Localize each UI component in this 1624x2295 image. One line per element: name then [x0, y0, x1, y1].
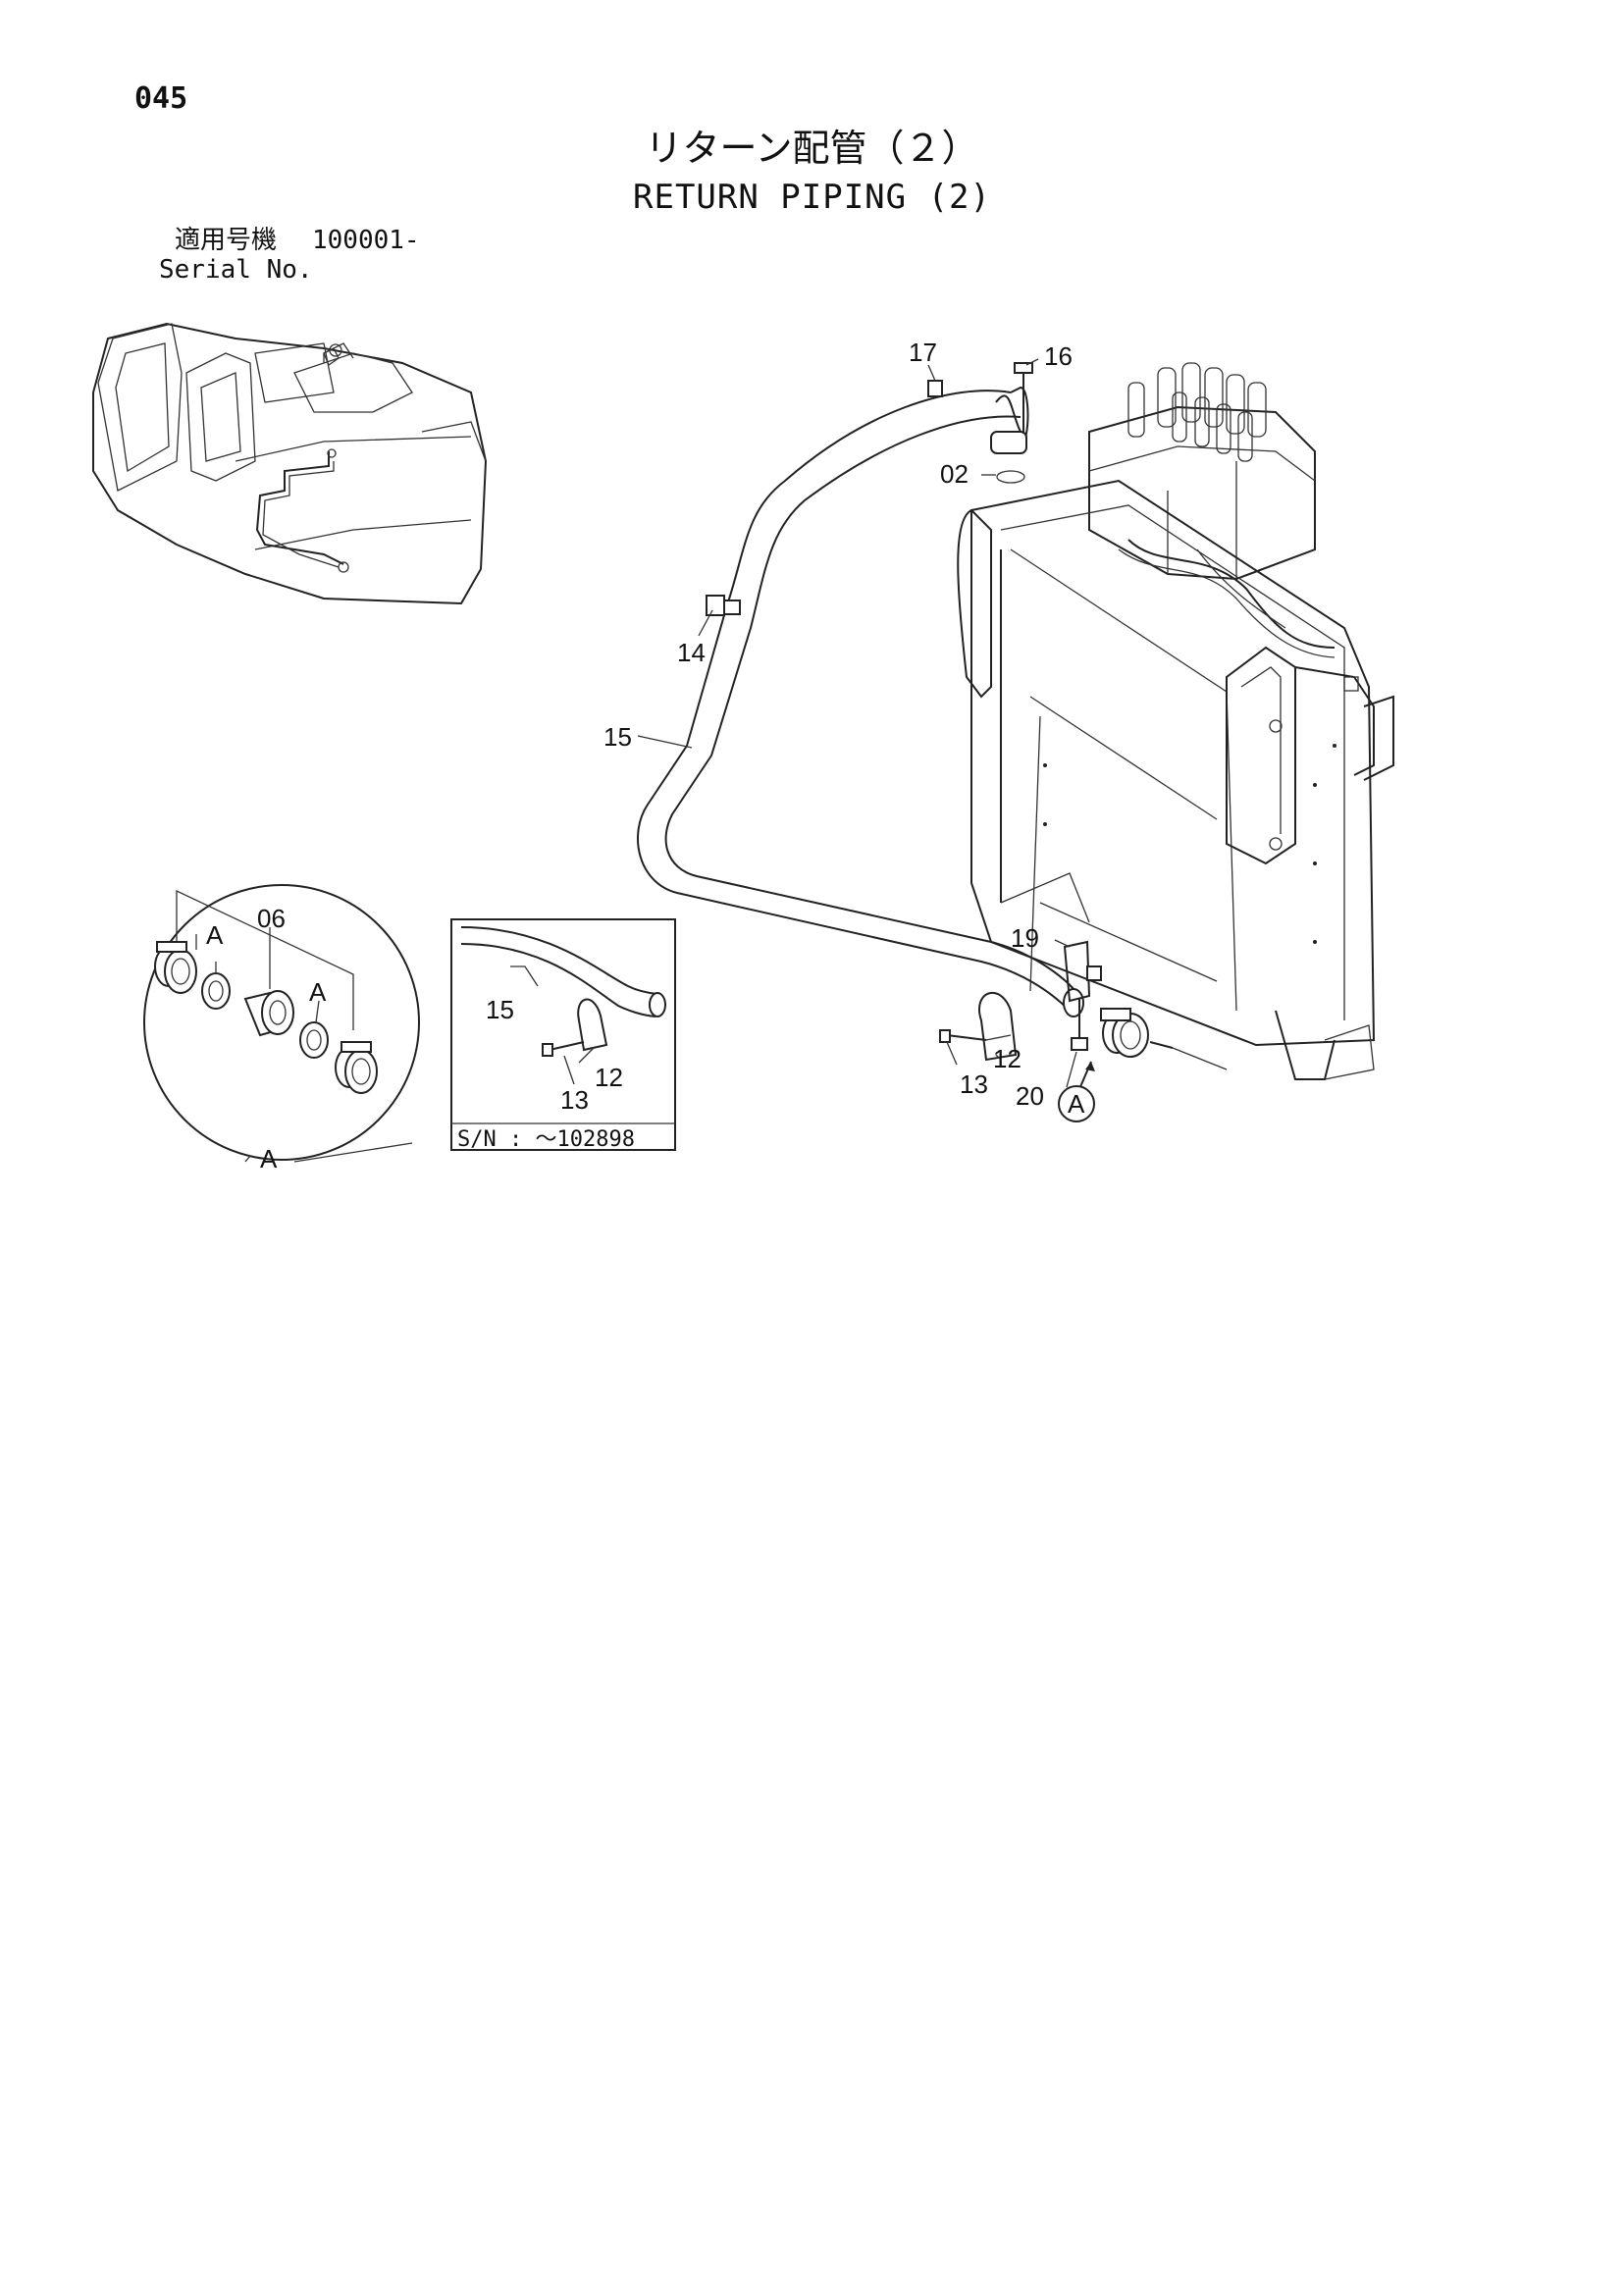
callout-17: 17: [909, 338, 937, 367]
return-pipe-15: [637, 362, 1084, 1017]
serial-value: 100001-: [312, 226, 420, 255]
callout-02: 02: [940, 459, 969, 489]
inset-callout-15: 15: [486, 995, 514, 1024]
serial-label-english: Serial No.: [159, 255, 313, 285]
title-english: RETURN PIPING (2): [633, 178, 991, 217]
leader-lines: [637, 358, 1077, 1088]
inset-box: [450, 918, 676, 1151]
callout-13: 13: [960, 1069, 988, 1099]
callout-19: 19: [1011, 923, 1039, 953]
callout-15: 15: [603, 722, 632, 752]
inset-serial-note: S/N : ～102898: [457, 1127, 635, 1152]
title-japanese: リターン配管（２）: [645, 127, 979, 170]
callout-20: 20: [1016, 1081, 1044, 1111]
inset-callout-12: 12: [595, 1063, 623, 1092]
callout-16: 16: [1044, 341, 1073, 371]
callout-14: 14: [677, 638, 706, 667]
detail-marker-a-1: A: [206, 920, 224, 950]
inset-callout-13: 13: [560, 1085, 589, 1115]
detail-circle-a: [143, 884, 420, 1163]
page-number: 045: [134, 81, 188, 116]
detail-circle-label: A: [260, 1144, 278, 1174]
detail-callout-06: 06: [257, 904, 286, 933]
callout-12: 12: [993, 1044, 1022, 1073]
serial-label-japanese: 適用号機: [175, 226, 278, 255]
lower-clamp-parts: [939, 940, 1228, 1122]
detail-marker-a-2: A: [309, 977, 327, 1007]
callout-a: A: [1068, 1089, 1085, 1119]
excavator-overview-drawing: [92, 322, 488, 605]
cooler-assembly-drawing: [957, 362, 1394, 1080]
